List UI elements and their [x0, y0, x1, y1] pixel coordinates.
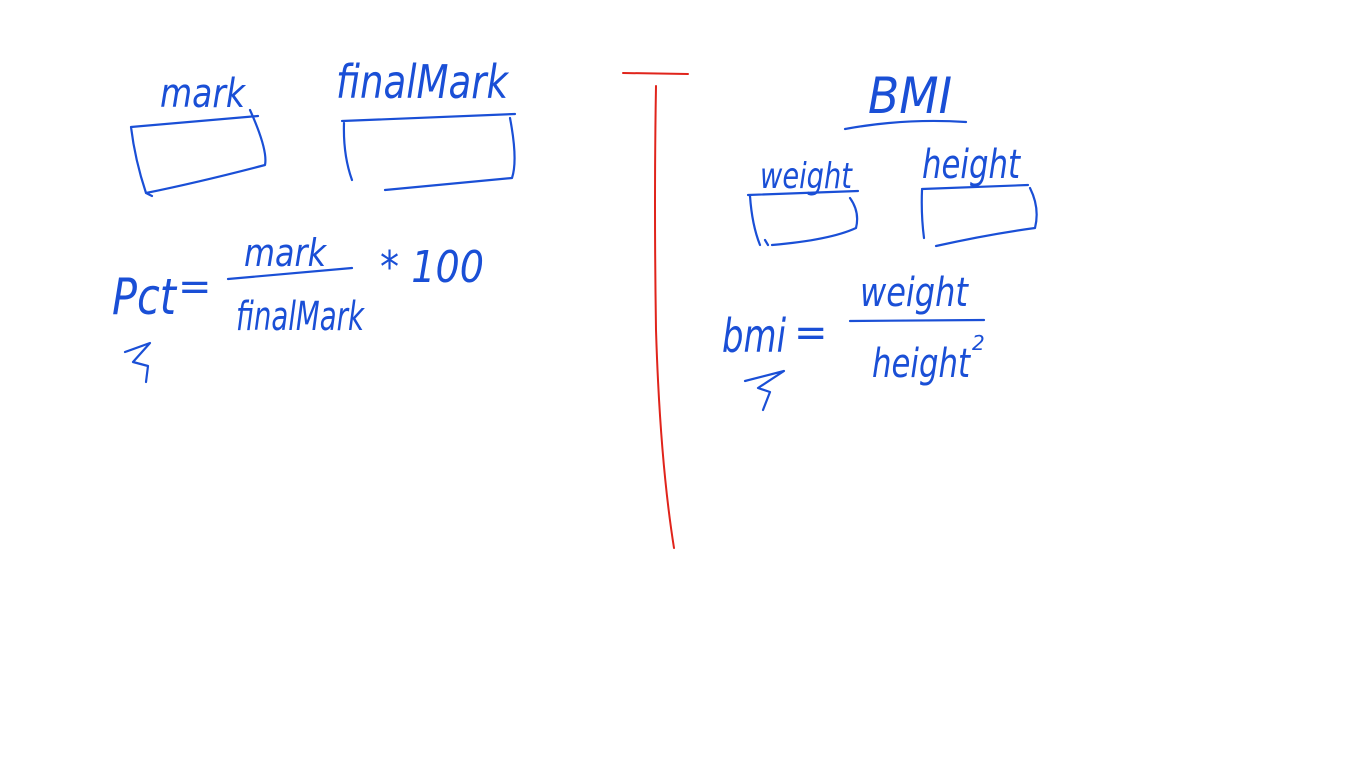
- weight-label: weight: [760, 156, 853, 197]
- final-mark-label: finalMark: [336, 55, 510, 109]
- bmi-variable: bmi: [722, 309, 786, 363]
- pct-equals: =: [178, 264, 212, 310]
- pct-fraction-bar: [226, 266, 354, 281]
- mark-label: mark: [160, 71, 247, 117]
- pct-zigzag-mark: [123, 341, 152, 384]
- weight-input-box: [746, 189, 860, 247]
- pct-denominator: finalMark: [236, 294, 365, 340]
- bmi-title-underline: [843, 119, 968, 131]
- right-section: BMI weight height bmi = weight height 2: [722, 67, 1038, 412]
- bmi-title: BMI: [868, 67, 952, 125]
- bmi-fraction-bar: [848, 318, 986, 323]
- pct-multiplier: * 100: [380, 242, 484, 293]
- height-input-box: [920, 183, 1038, 248]
- bmi-exponent: 2: [972, 331, 985, 355]
- bmi-zigzag-mark: [743, 369, 786, 412]
- final-mark-input-box: [340, 112, 517, 192]
- left-section: mark finalMark Pct = mark finalMark * 10…: [112, 55, 517, 384]
- bmi-numerator: weight: [860, 270, 969, 316]
- bmi-denominator: height: [872, 341, 971, 387]
- pct-numerator: mark: [244, 231, 328, 275]
- bmi-equals: =: [794, 310, 828, 356]
- mark-input-box: [129, 108, 267, 198]
- height-label: height: [922, 142, 1021, 188]
- pct-variable: Pct: [112, 268, 178, 326]
- divider-line: [622, 72, 689, 549]
